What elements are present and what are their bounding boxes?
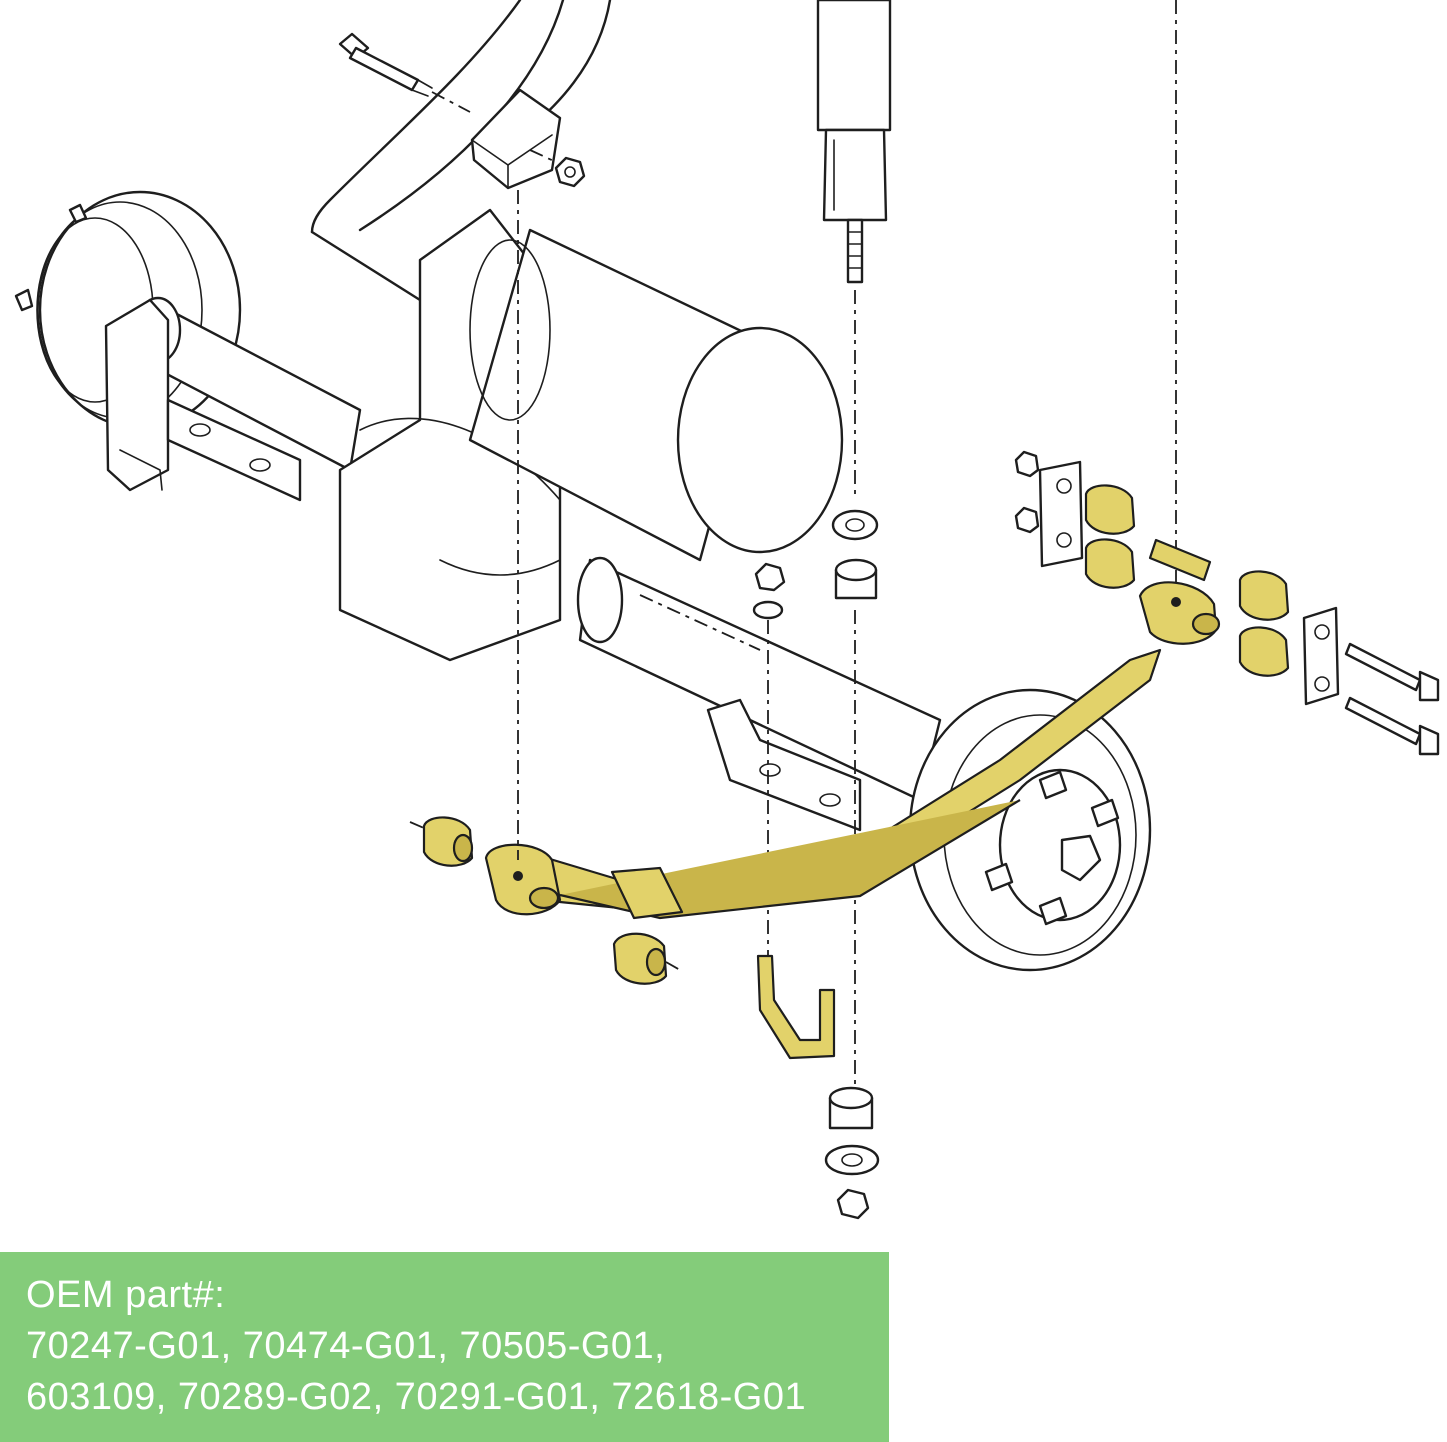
oem-parts-line-2: 603109, 70289-G02, 70291-G01, 72618-G01 (26, 1376, 807, 1418)
oem-parts-line-1: 70247-G01, 70474-G01, 70505-G01, (26, 1325, 666, 1367)
center-nut-and-washer (752, 562, 786, 980)
upper-mount-bushing (470, 88, 562, 190)
right-brake-drum (908, 688, 1152, 972)
rear-leaf-spring (484, 581, 1221, 920)
oem-heading: OEM part#: (26, 1274, 226, 1316)
shock-absorber (816, 0, 892, 500)
shock-lower-washer (831, 509, 879, 541)
shackle-plate-front (1302, 606, 1340, 706)
shock-lower-mount-stack (824, 1086, 880, 1220)
electric-motor (468, 228, 844, 562)
right-spring-seat (706, 698, 862, 832)
vehicle-body-outline (310, 0, 612, 302)
spring-eye-bushings (409, 484, 1290, 985)
left-spring-bracket (104, 298, 302, 502)
u-bolt (756, 954, 836, 1060)
wheel-studs (984, 770, 1120, 926)
shackle-nuts (1014, 450, 1040, 534)
upper-mount-nut (529, 149, 586, 188)
shackle-bolts (1344, 642, 1440, 756)
upper-mount-bolt (338, 32, 471, 113)
oem-part-number-banner: OEM part#: 70247-G01, 70474-G01, 70505-G… (0, 1252, 889, 1442)
right-axle-tube (576, 556, 942, 802)
shackle-plate-rear (1038, 460, 1084, 568)
